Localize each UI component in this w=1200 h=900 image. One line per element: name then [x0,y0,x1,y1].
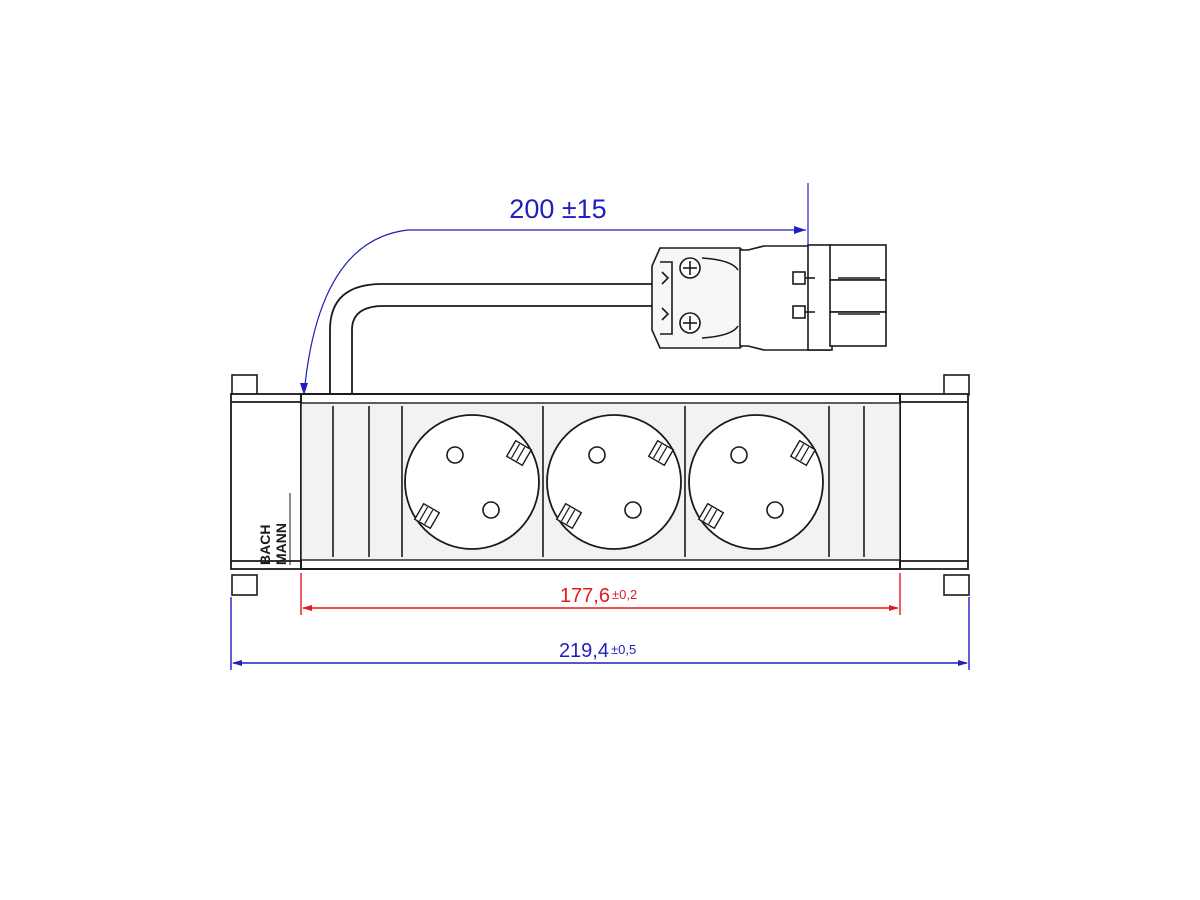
pin-hole [766,501,784,519]
pin-hole [730,446,748,464]
earth-clip [789,439,817,467]
earth-clip [505,439,533,467]
cable-dim-arrow-right [794,226,806,234]
end-cap-left [230,393,302,570]
schuko-socket-icon [688,414,824,550]
schuko-socket-icon [404,414,540,550]
earth-clip [555,502,583,530]
mounting-clip-left [231,374,258,596]
cable [329,283,660,393]
screw-icon [679,257,701,279]
overall-width-tolerance: ±0,5 [611,642,636,657]
cable-length-label: 200 ±15 [509,194,606,224]
brand-logo: BACH MANN [257,493,291,565]
earth-clip [413,502,441,530]
overall-width-dimension [230,597,970,670]
strip-dividers [332,406,865,557]
pin-hole [446,446,464,464]
screw-icon [679,312,701,334]
cable-length-dimension [300,183,809,396]
end-cap-right [900,393,969,570]
pin-hole [624,501,642,519]
cable-dim-line [303,229,806,396]
earth-clip [697,502,725,530]
cable-dim-arrow-down [300,383,308,395]
connector-plug [651,244,887,351]
brand-line-2: MANN [273,523,289,565]
mounting-width-tolerance: ±0,2 [612,587,637,602]
mounting-width-dimension [300,573,901,615]
outlet-group [404,414,824,550]
brand-line-1: BACH [257,525,273,565]
mounting-width-label: 177,6 [560,585,610,607]
schuko-socket-icon [546,414,682,550]
pin-hole [482,501,500,519]
pin-hole [588,446,606,464]
overall-width-label: 219,4 [559,640,609,662]
earth-clip [647,439,675,467]
